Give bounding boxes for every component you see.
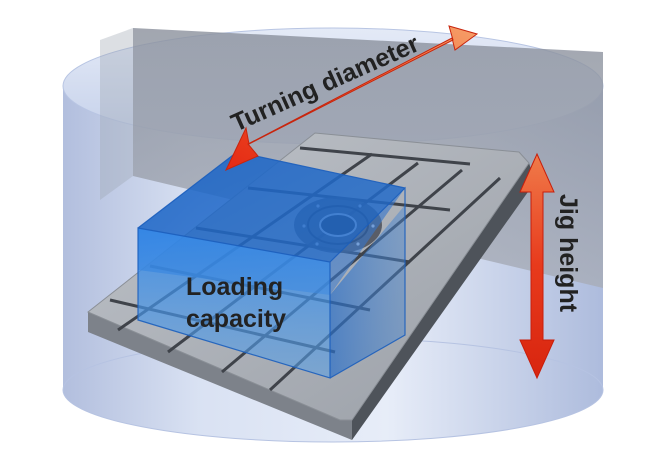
jig-height-arrow bbox=[519, 152, 555, 380]
jig-height-label: Jig height bbox=[554, 194, 582, 313]
loading-capacity-label-line1: Loading bbox=[186, 273, 283, 301]
loading-capacity-box bbox=[137, 151, 406, 379]
loading-capacity-label-line2: capacity bbox=[186, 305, 286, 333]
turning-diameter-arrow bbox=[224, 25, 479, 171]
